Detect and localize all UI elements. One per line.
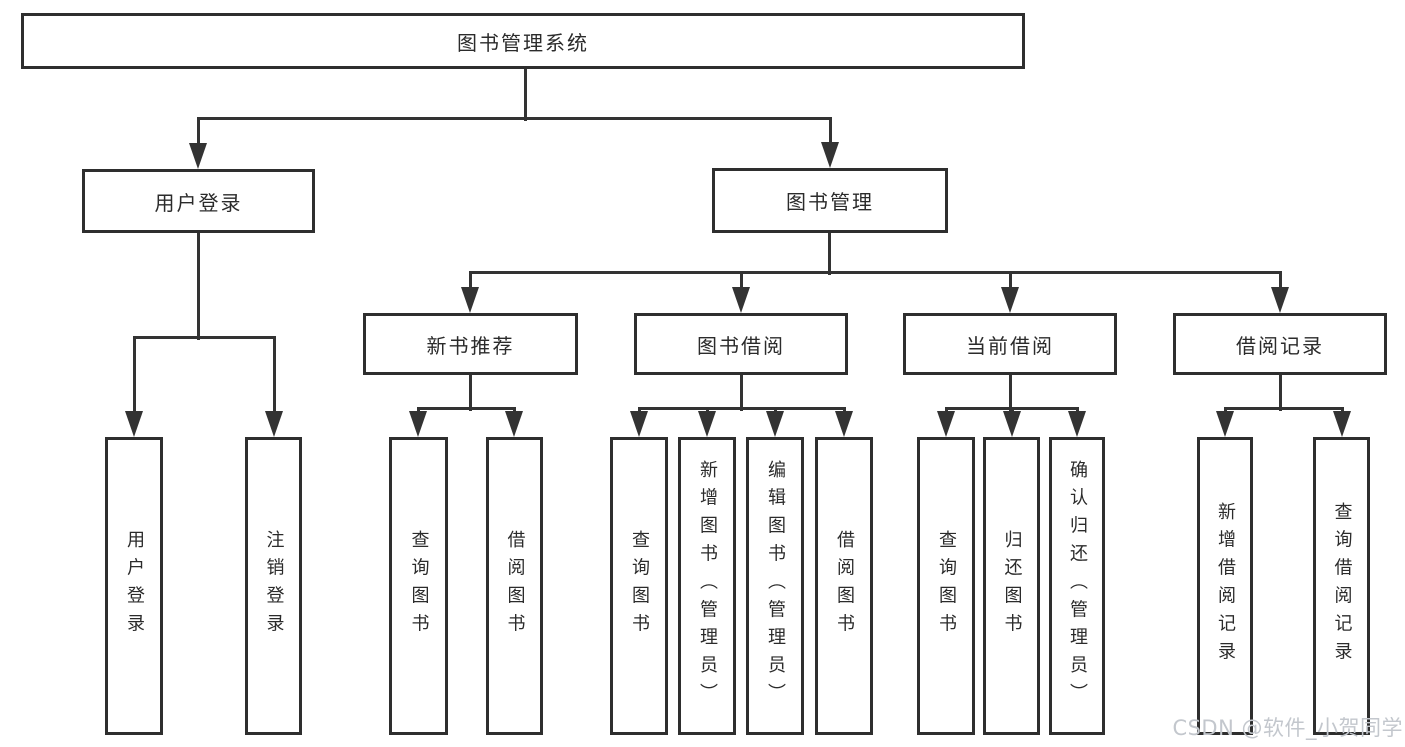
arrowhead-down-icon — [630, 411, 648, 437]
connector-trunk — [1009, 375, 1012, 411]
node-label: 用户登录 — [154, 190, 243, 215]
leaf-add-borrow-record: 新增借阅记录 — [1197, 437, 1253, 735]
node-label: 借阅图书 — [834, 530, 855, 642]
connector-stem — [273, 337, 276, 429]
arrowhead-down-icon — [1333, 411, 1351, 437]
node-label: 图书借阅 — [697, 333, 785, 358]
node-label: 新增图书（管理员） — [697, 460, 718, 712]
node-label: 查询图书 — [408, 530, 430, 642]
node-label: 确认归还（管理员） — [1067, 460, 1088, 712]
connector-bar — [638, 407, 846, 410]
arrowhead-down-icon — [1001, 287, 1019, 313]
arrowhead-down-icon — [189, 143, 207, 169]
connector-bar — [417, 407, 516, 410]
node-borrow-records: 借阅记录 — [1173, 313, 1387, 375]
leaf-return-books: 归还图书 — [983, 437, 1040, 735]
leaf-add-book-admin: 新增图书（管理员） — [678, 437, 736, 735]
connector-trunk — [740, 375, 743, 411]
arrowhead-down-icon — [1216, 411, 1234, 437]
arrowhead-down-icon — [265, 411, 283, 437]
connector-bar — [1224, 407, 1344, 410]
leaf-user-login: 用户登录 — [105, 437, 163, 735]
connector-trunk — [197, 233, 200, 340]
leaf-confirm-return-admin: 确认归还（管理员） — [1049, 437, 1105, 735]
arrowhead-down-icon — [766, 411, 784, 437]
node-label: 注销登录 — [263, 530, 285, 642]
node-user-login: 用户登录 — [82, 169, 315, 233]
node-label: 图书管理 — [786, 190, 874, 214]
leaf-query-books-2: 查询图书 — [610, 437, 668, 735]
connector-bar — [133, 336, 276, 339]
leaf-edit-book-admin: 编辑图书（管理员） — [746, 437, 804, 735]
arrowhead-down-icon — [698, 411, 716, 437]
arrowhead-down-icon — [1271, 287, 1289, 313]
node-book-borrow: 图书借阅 — [634, 313, 848, 375]
arrowhead-down-icon — [409, 411, 427, 437]
arrowhead-down-icon — [505, 411, 523, 437]
leaf-query-books-3: 查询图书 — [917, 437, 975, 735]
node-label: 用户登录 — [124, 530, 145, 642]
node-new-book-recommend: 新书推荐 — [363, 313, 578, 375]
watermark: CSDN @软件_小贺同学 — [1172, 716, 1403, 740]
node-label: 借阅记录 — [1236, 333, 1324, 358]
node-label: 查询图书 — [936, 530, 957, 642]
node-label: 查询借阅记录 — [1331, 502, 1353, 670]
connector-stem — [197, 118, 200, 161]
leaf-logout: 注销登录 — [245, 437, 302, 735]
leaf-query-borrow-record: 查询借阅记录 — [1313, 437, 1370, 735]
node-label: 新书推荐 — [426, 333, 515, 358]
leaf-borrow-books-2: 借阅图书 — [815, 437, 873, 735]
arrowhead-down-icon — [125, 411, 143, 437]
arrowhead-down-icon — [937, 411, 955, 437]
connector-bar — [197, 117, 832, 120]
arrowhead-down-icon — [732, 287, 750, 313]
node-current-borrow: 当前借阅 — [903, 313, 1117, 375]
connector-trunk — [469, 375, 472, 411]
arrowhead-down-icon — [835, 411, 853, 437]
node-library-system: 图书管理系统 — [21, 13, 1025, 69]
node-label: 编辑图书（管理员） — [765, 460, 786, 712]
arrowhead-down-icon — [461, 287, 479, 313]
connector-bar — [469, 271, 1282, 274]
connector-stem — [829, 118, 832, 160]
connector-trunk — [828, 233, 831, 275]
node-label: 归还图书 — [1001, 530, 1023, 642]
leaf-borrow-books: 借阅图书 — [486, 437, 543, 735]
connector-stem — [133, 337, 136, 429]
node-label: 图书管理系统 — [457, 30, 589, 55]
connector-trunk — [1279, 375, 1282, 411]
node-label: 新增借阅记录 — [1215, 502, 1236, 670]
connector-trunk — [524, 69, 527, 121]
arrowhead-down-icon — [821, 142, 839, 168]
node-label: 借阅图书 — [504, 530, 526, 642]
node-label: 当前借阅 — [966, 333, 1054, 358]
leaf-query-books: 查询图书 — [389, 437, 448, 735]
arrowhead-down-icon — [1003, 411, 1021, 437]
arrowhead-down-icon — [1068, 411, 1086, 437]
node-book-management: 图书管理 — [712, 168, 948, 233]
node-label: 查询图书 — [629, 530, 650, 642]
